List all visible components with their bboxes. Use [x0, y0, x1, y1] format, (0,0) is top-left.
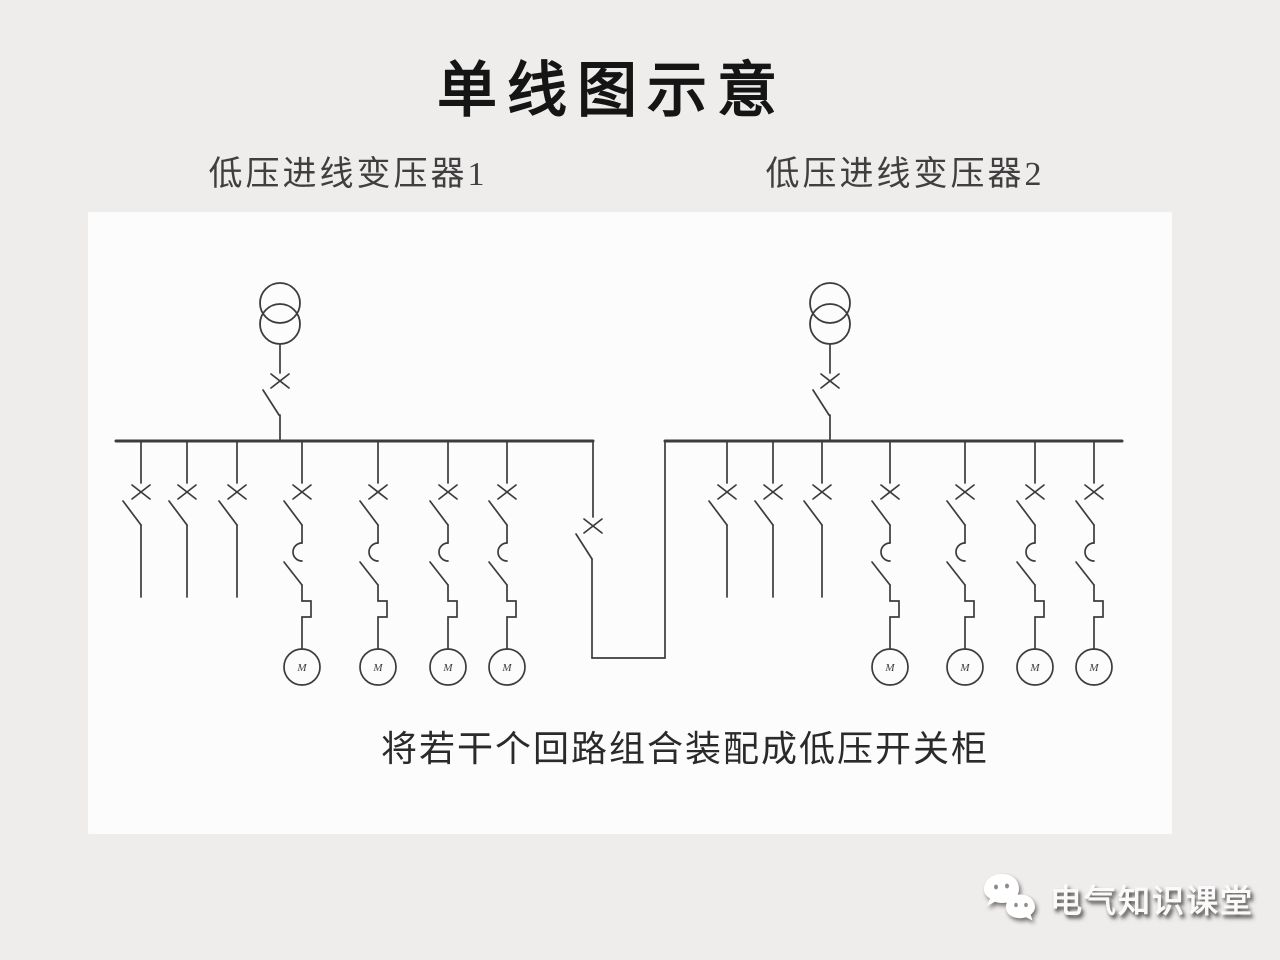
feeder-8-breaker: [708, 440, 737, 598]
thermal-relay-symbol: [377, 600, 388, 650]
motor-circle: [871, 648, 909, 686]
current-transformer-arc: [438, 542, 449, 562]
current-transformer-arc: [368, 542, 379, 562]
transformer2-label: 低压进线变压器2: [765, 156, 1045, 193]
thermal-relay-symbol: [506, 600, 517, 650]
transformer-2-incomer: [809, 282, 851, 442]
current-transformer-arc: [955, 542, 966, 562]
feeder-6-motor: M: [429, 440, 467, 686]
motor-label: M: [1029, 662, 1040, 674]
current-transformer-arc: [1084, 542, 1095, 562]
feeder-13-motor: M: [1016, 440, 1054, 686]
bubble-eye: [994, 884, 998, 890]
bubble-eye: [1014, 902, 1018, 908]
motor-label: M: [501, 662, 512, 674]
bubble-eye: [1024, 902, 1028, 908]
feeder-14-motor: M: [1075, 440, 1113, 686]
thermal-relay-symbol: [964, 600, 975, 650]
thermal-relay-symbol: [1093, 600, 1104, 650]
transformer-symbol: [809, 303, 851, 345]
watermark-text: 电气知识课堂: [1050, 883, 1255, 919]
motor-label: M: [884, 662, 895, 674]
feeder-11-motor: M: [871, 440, 909, 686]
transformer-1-incomer: [259, 282, 301, 442]
motor-circle: [429, 648, 467, 686]
transformer-symbol: [809, 282, 851, 324]
motor-circle: [283, 648, 321, 686]
motor-circle: [1075, 648, 1113, 686]
bus-tie: [575, 440, 666, 659]
motor-circle: [946, 648, 984, 686]
transformer1-label: 低压进线变压器1: [208, 156, 488, 193]
feeder-1-breaker: [122, 440, 151, 598]
chat-bubble-small: [1006, 894, 1035, 921]
diagram-caption: 将若干个回路组合装配成低压开关柜: [380, 729, 989, 769]
current-transformer-arc: [1025, 542, 1036, 562]
feeder-2-breaker: [168, 440, 197, 598]
current-transformer-arc: [497, 542, 508, 562]
feeder-3-breaker: [218, 440, 247, 598]
motor-circle: [488, 648, 526, 686]
thermal-relay-symbol: [889, 600, 900, 650]
thermal-relay-symbol: [1034, 600, 1045, 650]
bubble-eye: [1005, 883, 1009, 889]
feeder-9-breaker: [754, 440, 783, 598]
motor-label: M: [959, 662, 970, 674]
current-transformer-arc: [292, 542, 303, 562]
wechat-chat-bubbles-icon: [984, 874, 1035, 921]
thermal-relay-symbol: [301, 600, 312, 650]
page-title: 单线图示意: [437, 58, 787, 124]
watermark: 电气知识课堂: [978, 868, 1254, 930]
motor-circle: [359, 648, 397, 686]
motor-label: M: [1088, 662, 1099, 674]
motor-label: M: [442, 662, 453, 674]
motor-label: M: [296, 662, 307, 674]
diagram-panel: [88, 212, 1172, 834]
feeder-5-motor: M: [359, 440, 397, 686]
thermal-relay-symbol: [447, 600, 458, 650]
motor-label: M: [372, 662, 383, 674]
transformer-symbol: [259, 282, 301, 324]
motor-circle: [1016, 648, 1054, 686]
current-transformer-arc: [880, 542, 891, 562]
feeder-12-motor: M: [946, 440, 984, 686]
feeder-7-motor: M: [488, 440, 526, 686]
feeder-4-motor: M: [283, 440, 321, 686]
feeder-10-breaker: [803, 440, 832, 598]
transformer-symbol: [259, 303, 301, 345]
